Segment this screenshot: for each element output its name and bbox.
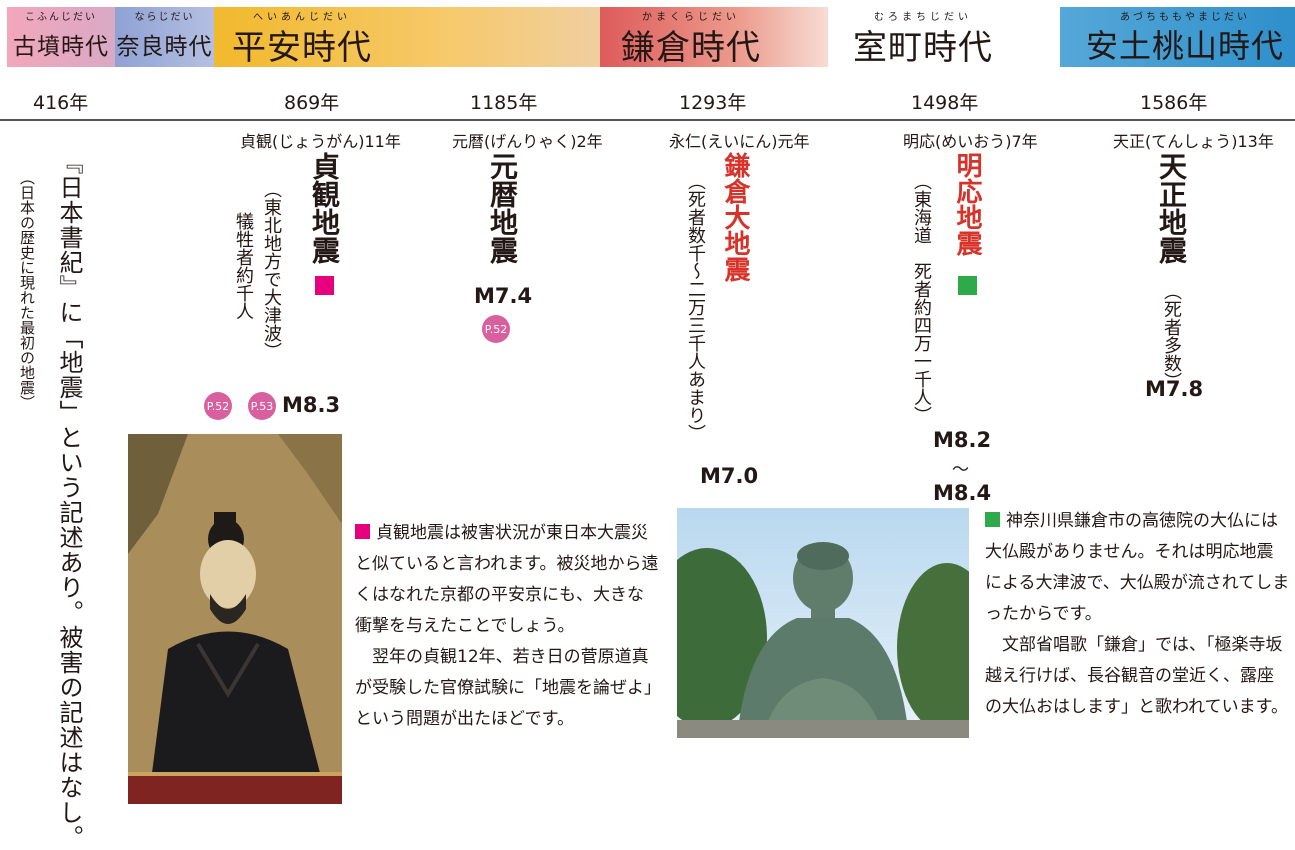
kamakura-quake-date: 永仁(えいにん)元年 xyxy=(669,132,810,151)
genryaku-magnitude: M7.4 xyxy=(474,284,533,308)
green-marker xyxy=(958,276,977,295)
jogan-date: 貞観(じょうがん)11年 xyxy=(240,132,401,151)
era-azuchi-momoyama: あづちももやまじだい 安土桃山時代 xyxy=(1085,12,1284,65)
nihonshoki-subnote: （日本の歴史に現れた最初の地震） xyxy=(18,170,36,410)
year-1185: 1185年 xyxy=(470,92,538,114)
page-ref-p53[interactable]: P.53 xyxy=(248,392,276,420)
meio-detail: （東海道 死者約四万一千人） xyxy=(911,172,932,424)
great-buddha-image xyxy=(677,508,969,738)
meio-magnitude-range-mark: ～ xyxy=(952,460,969,480)
genryaku-quake-name: 元暦地震 xyxy=(486,152,519,264)
era-kofun: こふんじだい 古墳時代 xyxy=(13,12,109,60)
magenta-marker xyxy=(315,276,334,295)
portrait-illustration xyxy=(128,434,342,804)
era-band-azuchi-bg xyxy=(1060,7,1295,67)
kamakura-note-para-1: 神奈川県鎌倉市の高徳院の大仏には大仏殿がありません。それは明応地震による大津波で… xyxy=(985,511,1290,624)
era-band-heian-bg xyxy=(214,7,600,67)
page-ref-p52-genryaku[interactable]: P.52 xyxy=(482,315,510,343)
era-kamakura: かまくらじだい 鎌倉時代 xyxy=(621,12,761,68)
genryaku-date: 元暦(げんりゃく)2年 xyxy=(452,132,603,151)
jogan-victims: 犠牲者約千人 xyxy=(233,212,254,320)
tensho-magnitude: M7.8 xyxy=(1145,377,1204,401)
great-buddha-illustration xyxy=(677,508,969,738)
era-heian: へいあんじだい 平安時代 xyxy=(232,12,372,68)
kamakura-quake-detail: （死者数千～二万三千人あまり） xyxy=(685,172,706,442)
year-416: 416年 xyxy=(33,92,89,114)
kamakura-note: 神奈川県鎌倉市の高徳院の大仏には大仏殿がありません。それは明応地震による大津波で… xyxy=(985,506,1290,723)
jogan-quake-name: 貞観地震 xyxy=(308,152,341,264)
jogan-magnitude: M8.3 xyxy=(282,393,341,417)
era-band-nara-bg xyxy=(115,7,214,67)
jogan-note-para-2: 翌年の貞観12年、若き日の菅原道真が受験した官僚試験に「地震を論ぜよ」という問題… xyxy=(355,647,653,729)
year-1293: 1293年 xyxy=(679,92,747,114)
era-muromachi: むろまちじだい 室町時代 xyxy=(853,12,993,68)
kamakura-quake-magnitude: M7.0 xyxy=(700,464,759,488)
page-ref-p52[interactable]: P.52 xyxy=(204,392,232,420)
kamakura-note-para-2: 文部省唱歌「鎌倉」では、「極楽寺坂越え行けば、長谷観音の堂近く、露座の大仏おはし… xyxy=(985,635,1288,717)
era-band-kofun-bg xyxy=(7,7,115,67)
kamakura-quake-name: 鎌倉大地震 xyxy=(720,152,750,282)
era-band-muromachi-bg xyxy=(828,7,1060,67)
meio-date: 明応(めいおう)7年 xyxy=(903,132,1038,151)
era-band-kamakura-bg xyxy=(600,7,828,67)
green-square-icon xyxy=(985,512,1000,527)
nihonshoki-note: 『日本書紀』に「地震」という記述あり。被害の記述はなし。 xyxy=(55,150,83,850)
timeline-axis xyxy=(0,119,1295,121)
meio-quake-name: 明応地震 xyxy=(952,152,982,256)
year-869: 869年 xyxy=(284,92,340,114)
meio-magnitude-upper: M8.4 xyxy=(933,481,992,505)
jogan-note: 貞観地震は被害状況が東日本大震災と似ていると言われます。被災地から遠くはなれた京… xyxy=(355,518,660,735)
portrait-image xyxy=(128,434,342,804)
era-nara: ならじだい 奈良時代 xyxy=(116,12,213,60)
tensho-date: 天正(てんしょう)13年 xyxy=(1113,132,1274,151)
tensho-quake-name: 天正地震 xyxy=(1155,152,1188,264)
jogan-tsunami-detail: （東北地方で大津波） xyxy=(261,180,282,360)
year-1586: 1586年 xyxy=(1140,92,1208,114)
jogan-note-para-1: 貞観地震は被害状況が東日本大震災と似ていると言われます。被災地から遠くはなれた京… xyxy=(355,523,659,636)
meio-magnitude: M8.2 xyxy=(933,428,992,452)
magenta-square-icon xyxy=(355,524,370,539)
tensho-detail: （死者多数） xyxy=(1161,282,1182,390)
year-1498: 1498年 xyxy=(911,92,979,114)
